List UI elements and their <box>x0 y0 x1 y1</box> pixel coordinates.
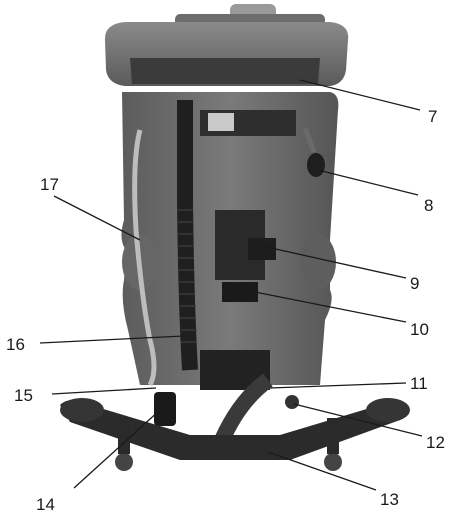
leader-15 <box>51 387 157 395</box>
knob <box>307 153 325 177</box>
leader-lines <box>39 79 423 491</box>
drain-hose <box>177 100 198 371</box>
squeegee-assembly <box>60 400 410 460</box>
callout-17: 17 <box>40 175 59 194</box>
leader-14 <box>73 409 161 489</box>
leader-17 <box>53 195 141 241</box>
leader-9 <box>261 245 407 279</box>
callout-8: 8 <box>424 196 433 215</box>
leader-7 <box>299 79 421 111</box>
callout-9: 9 <box>410 274 419 293</box>
leader-11 <box>269 382 407 389</box>
wheel-left <box>115 453 133 471</box>
callout-14: 14 <box>36 495 55 514</box>
callout-labels: 7 8 9 10 11 12 13 14 15 16 17 <box>6 107 445 514</box>
leader-8 <box>317 169 419 196</box>
callout-10: 10 <box>410 320 429 339</box>
leader-16 <box>39 335 185 344</box>
callout-12: 12 <box>426 433 445 452</box>
leader-13 <box>267 451 377 491</box>
callout-11: 11 <box>410 374 428 393</box>
wheel-right <box>324 453 342 471</box>
pedal <box>154 392 176 426</box>
leader-12 <box>293 403 423 437</box>
scrubber-machine-illustration <box>60 4 410 471</box>
leader-10 <box>254 291 407 323</box>
callout-13: 13 <box>380 490 399 509</box>
callout-16: 16 <box>6 335 25 354</box>
level-hose <box>132 129 157 387</box>
callout-15: 15 <box>14 386 33 405</box>
callout-7: 7 <box>428 107 437 126</box>
squeegee-hose <box>214 373 273 444</box>
